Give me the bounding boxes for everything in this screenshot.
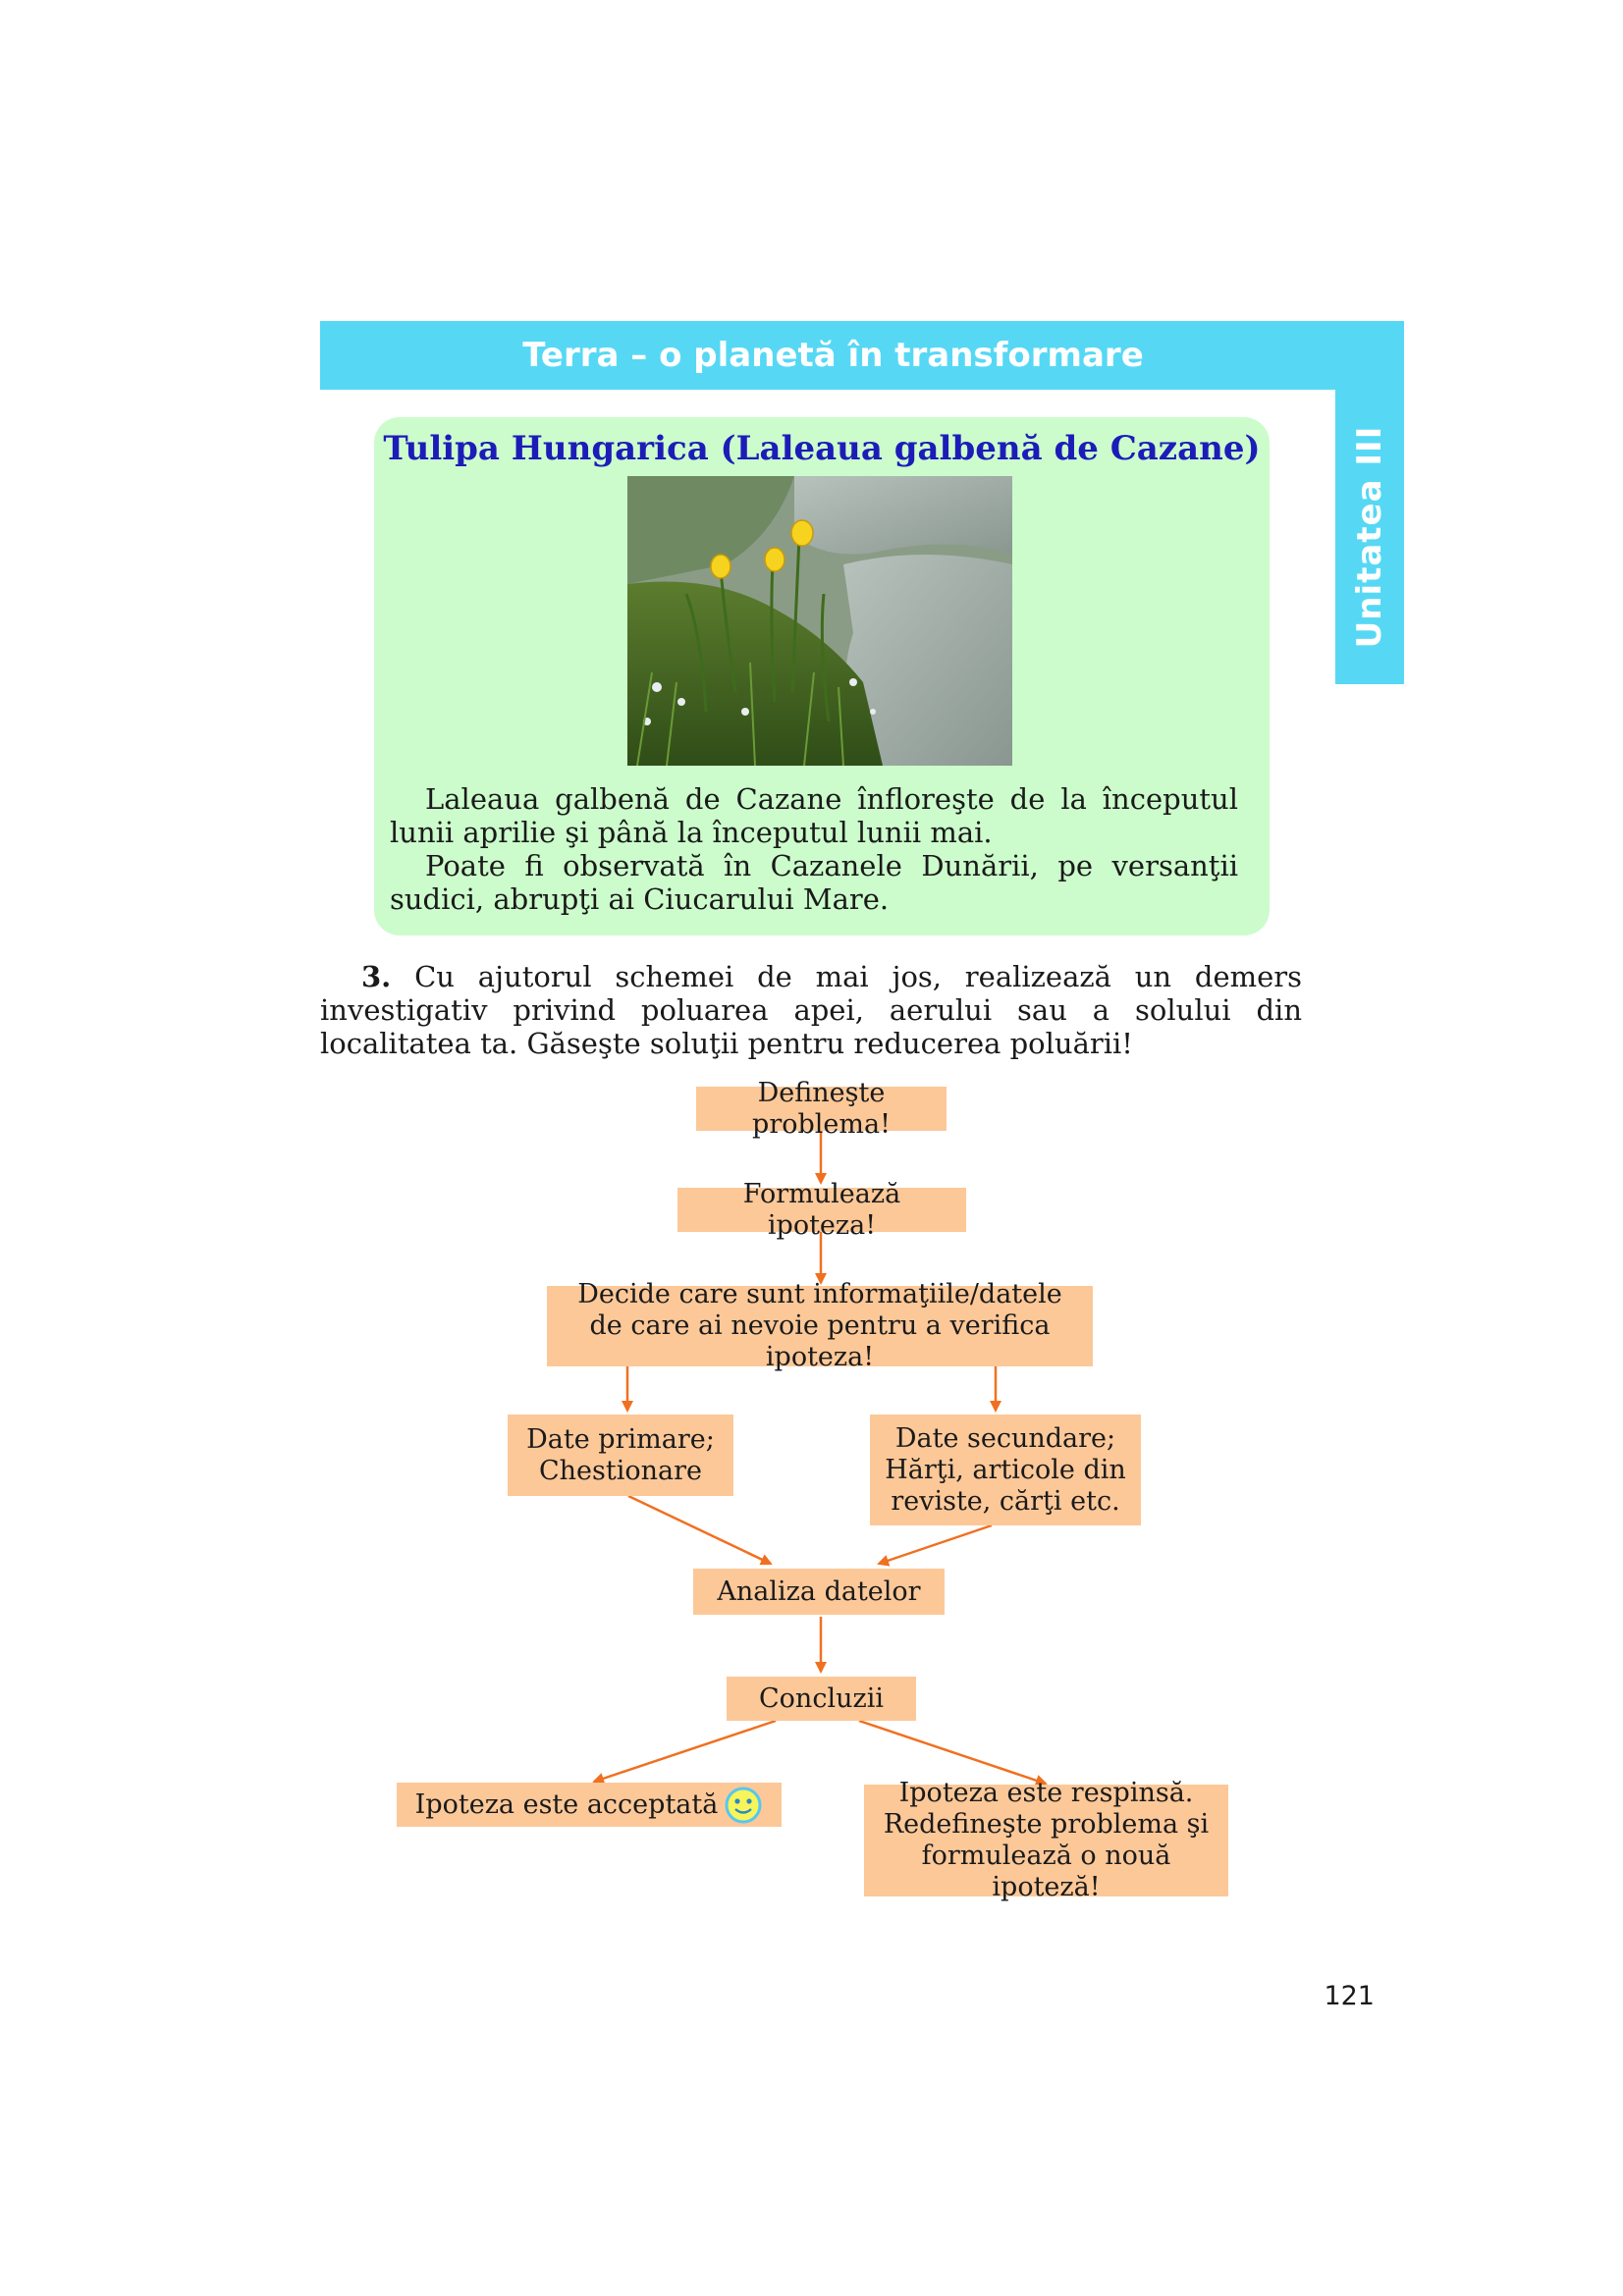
tulip-illustration	[627, 476, 1012, 766]
step-accepted-label: Ipoteza este acceptată	[414, 1789, 719, 1820]
step-decide-line: Decide care sunt informaţiile/datele	[577, 1279, 1062, 1309]
step-conclusions-label: Concluzii	[759, 1682, 884, 1714]
arrow-conclusions-to-rejected	[858, 1719, 1048, 1787]
smiley-icon	[725, 1787, 762, 1823]
exercise-statement: 3. Cu ajutorul schemei de mai jos, reali…	[320, 960, 1302, 1060]
page-number: 121	[1324, 1981, 1375, 2011]
step-hypothesis-rejected: Ipoteza este respinsă. Redefineşte probl…	[864, 1778, 1228, 1902]
step-decide-line: de care ai nevoie pentru a verifica ipot…	[589, 1310, 1051, 1372]
step-decide-data: Decide care sunt informaţiile/datele de …	[547, 1279, 1093, 1372]
step-define-problem: Defineşte problema!	[696, 1078, 947, 1140]
step-secondary-line: reviste, cărţi etc.	[891, 1485, 1120, 1517]
step-primary-line: Date primare;	[526, 1423, 715, 1455]
exercise-number: 3.	[361, 960, 392, 993]
info-box-title: Tulipa Hungarica (Laleaua galbenă de Caz…	[383, 429, 1261, 468]
step-hypothesis-label: Formulează ipoteza!	[742, 1178, 901, 1241]
step-rejected-line: Redefineşte problema şi	[883, 1809, 1210, 1840]
step-rejected-line: Ipoteza este respinsă.	[898, 1778, 1194, 1808]
arrow-secondary-to-analysis	[877, 1523, 993, 1567]
info-box: Tulipa Hungarica (Laleaua galbenă de Caz…	[374, 417, 1270, 935]
step-secondary-line: Hărţi, articole din	[885, 1454, 1126, 1485]
step-conclusions: Concluzii	[727, 1677, 916, 1721]
step-secondary-line: Date secundare;	[894, 1422, 1116, 1454]
info-paragraph: Poate fi observată în Cazanele Dunării, …	[390, 849, 1238, 916]
step-secondary-data: Date secundare; Hărţi, articole din revi…	[870, 1415, 1141, 1525]
arrow-conclusions-to-accepted	[592, 1719, 777, 1785]
unit-side-tab: Unitatea III	[1335, 390, 1404, 684]
step-rejected-line: formulează o nouă ipoteză!	[921, 1841, 1171, 1902]
step-formulate-hypothesis: Formulează ipoteza!	[677, 1179, 966, 1241]
step-define-label: Defineşte problema!	[752, 1077, 891, 1140]
page-title: Terra – o planetă în transformare	[522, 336, 1144, 375]
step-primary-data: Date primare; Chestionare	[508, 1415, 733, 1496]
step-analysis-label: Analiza datelor	[717, 1575, 921, 1607]
info-box-text: Laleaua galbenă de Cazane înfloreşte de …	[390, 782, 1238, 916]
info-paragraph: Laleaua galbenă de Cazane înfloreşte de …	[390, 782, 1238, 849]
tulip-photo	[627, 476, 1012, 766]
step-hypothesis-accepted: Ipoteza este acceptată	[397, 1783, 782, 1827]
arrow-primary-to-analysis	[627, 1494, 773, 1566]
exercise-text: Cu ajutorul schemei de mai jos, realizea…	[320, 960, 1303, 1060]
unit-banner: Terra – o planetă în transformare	[320, 321, 1404, 390]
step-primary-line: Chestionare	[539, 1455, 702, 1486]
step-data-analysis: Analiza datelor	[693, 1569, 945, 1615]
